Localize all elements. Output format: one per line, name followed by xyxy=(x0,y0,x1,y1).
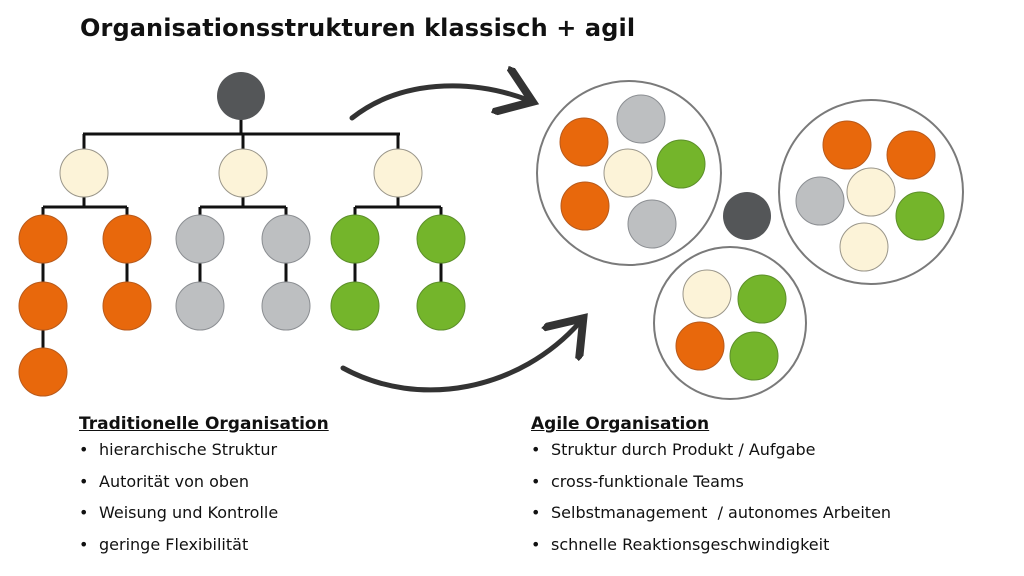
list-item: •Weisung und Kontrolle xyxy=(79,503,279,522)
node-gray xyxy=(175,281,225,331)
arrow-bottom xyxy=(340,322,580,393)
traditional-section: Traditionelle Organisation •hierarchisch… xyxy=(79,414,329,566)
node-orange xyxy=(102,214,152,264)
node-orange xyxy=(102,281,152,331)
member-cream xyxy=(839,222,889,272)
arrow-top xyxy=(349,86,528,121)
node-manager xyxy=(218,148,268,198)
member-orange xyxy=(822,120,872,170)
hierarchy-tree xyxy=(41,96,443,372)
agile-leader-node xyxy=(723,192,771,240)
agile-team-2 xyxy=(778,99,964,285)
list-item: •Struktur durch Produkt / Aufgabe xyxy=(531,440,816,459)
traditional-heading: Traditionelle Organisation xyxy=(79,414,329,434)
node-green xyxy=(330,214,380,264)
node-leader xyxy=(217,72,265,120)
agile-heading: Agile Organisation xyxy=(531,414,710,434)
team-boundary xyxy=(653,246,807,400)
hierarchy-nodes xyxy=(18,72,466,397)
node-gray xyxy=(261,214,311,264)
agile-team-3 xyxy=(653,246,807,400)
node-gray xyxy=(261,281,311,331)
member-orange xyxy=(560,181,610,231)
list-item: •Selbstmanagement / autonomes Arbeiten xyxy=(531,503,892,522)
agile-list: •Struktur durch Produkt / Aufgabe •cross… xyxy=(531,440,891,566)
tree-connector xyxy=(41,173,129,372)
member-cream xyxy=(682,269,732,319)
node-orange xyxy=(18,281,68,331)
node-green xyxy=(416,214,466,264)
node-manager xyxy=(373,148,423,198)
member-cream xyxy=(846,167,896,217)
member-gray xyxy=(616,94,666,144)
member-green xyxy=(656,139,706,189)
member-cream xyxy=(603,148,653,198)
list-item: •Autorität von oben xyxy=(79,471,250,491)
member-green xyxy=(737,274,787,324)
member-green xyxy=(729,331,779,381)
agile-section: Agile Organisation •Struktur durch Produ… xyxy=(531,414,891,566)
node-green xyxy=(330,281,380,331)
member-orange xyxy=(886,130,936,180)
member-orange xyxy=(559,117,609,167)
node-gray xyxy=(175,214,225,264)
node-orange xyxy=(18,347,68,397)
list-item: •hierarchische Struktur xyxy=(79,440,278,459)
list-item: •schnelle Reaktionsgeschwindigkeit xyxy=(531,534,830,554)
page-title: Organisationsstrukturen klassisch + agil xyxy=(80,14,636,42)
agile-team-1 xyxy=(536,80,722,266)
member-orange xyxy=(675,321,725,371)
member-gray xyxy=(627,199,677,249)
node-orange xyxy=(18,214,68,264)
member-gray xyxy=(795,176,845,226)
member-green xyxy=(895,191,945,241)
node-green xyxy=(416,281,466,331)
node-manager xyxy=(59,148,109,198)
traditional-list: •hierarchische Struktur •Autorität von o… xyxy=(79,440,329,566)
list-item: •geringe Flexibilität xyxy=(79,534,249,554)
list-item: •cross-funktionale Teams xyxy=(531,471,744,491)
